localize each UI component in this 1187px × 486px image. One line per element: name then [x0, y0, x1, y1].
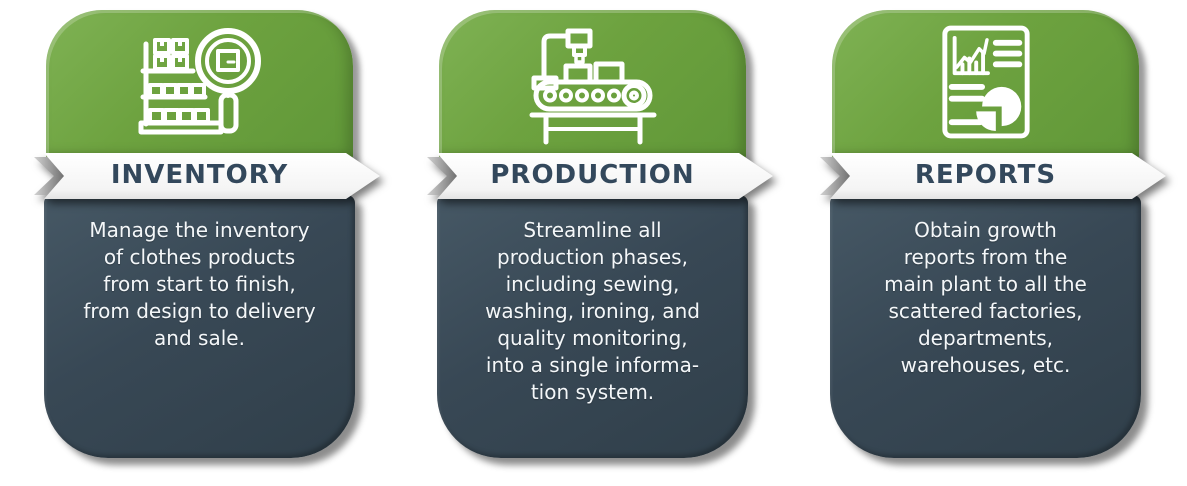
description-line: departments,	[917, 326, 1054, 350]
description-line: Streamline all	[523, 218, 662, 242]
card-header-green	[46, 10, 353, 160]
ribbon-band	[830, 153, 1166, 199]
description-line: from start to finish,	[103, 272, 296, 296]
description-line: reports from the	[903, 245, 1068, 269]
card-body-panel: Obtain growth reports from the main plan…	[830, 195, 1141, 458]
card-title: REPORTS	[914, 160, 1057, 190]
feature-card-inventory: INVENTORY Manage the inventory of clothe…	[34, 10, 380, 460]
description-line: Obtain growth	[914, 218, 1057, 242]
ribbon-band	[44, 153, 380, 199]
card-body-panel: Manage the inventory of clothes products…	[44, 195, 355, 458]
card-description: Obtain growth reports from the main plan…	[848, 217, 1123, 379]
description-line: scattered factories,	[888, 299, 1083, 323]
card-header-green	[439, 10, 746, 160]
card-title: INVENTORY	[110, 160, 289, 190]
conveyor-belt-robot-arm-icon	[528, 24, 658, 150]
card-description: Streamline all production phases, includ…	[455, 217, 730, 406]
description-line: of clothes products	[103, 245, 296, 269]
ribbon-band	[437, 153, 773, 199]
description-line: including sewing,	[505, 272, 680, 296]
description-line: from design to delivery	[83, 299, 316, 323]
description-line: into a single informa-	[485, 353, 700, 377]
ribbon-banner: INVENTORY	[34, 150, 383, 202]
card-body-panel: Streamline all production phases, includ…	[437, 195, 748, 458]
feature-cards-row: INVENTORY Manage the inventory of clothe…	[34, 10, 1166, 460]
pie-chart-glyph	[975, 86, 1021, 131]
feature-card-reports: REPORTS Obtain growth reports from the m…	[820, 10, 1166, 460]
description-line: quality monitoring,	[497, 326, 688, 350]
card-description: Manage the inventory of clothes products…	[62, 217, 337, 352]
description-line: warehouses, etc.	[900, 353, 1071, 377]
ribbon-banner: PRODUCTION	[427, 150, 776, 202]
description-line: tion system.	[530, 380, 655, 404]
description-line: production phases,	[497, 245, 688, 269]
description-line: and sale.	[154, 326, 245, 350]
description-line: Manage the inventory	[89, 218, 310, 242]
ribbon-banner: REPORTS	[820, 150, 1169, 202]
card-title: PRODUCTION	[490, 160, 695, 190]
description-line: washing, ironing, and	[485, 299, 700, 323]
inventory-shelf-magnifier-icon	[135, 24, 265, 150]
description-line: main plant to all the	[884, 272, 1087, 296]
report-document-charts-icon	[937, 24, 1035, 144]
card-header-green	[832, 10, 1139, 160]
feature-card-production: PRODUCTION Streamline all production pha…	[427, 10, 773, 460]
